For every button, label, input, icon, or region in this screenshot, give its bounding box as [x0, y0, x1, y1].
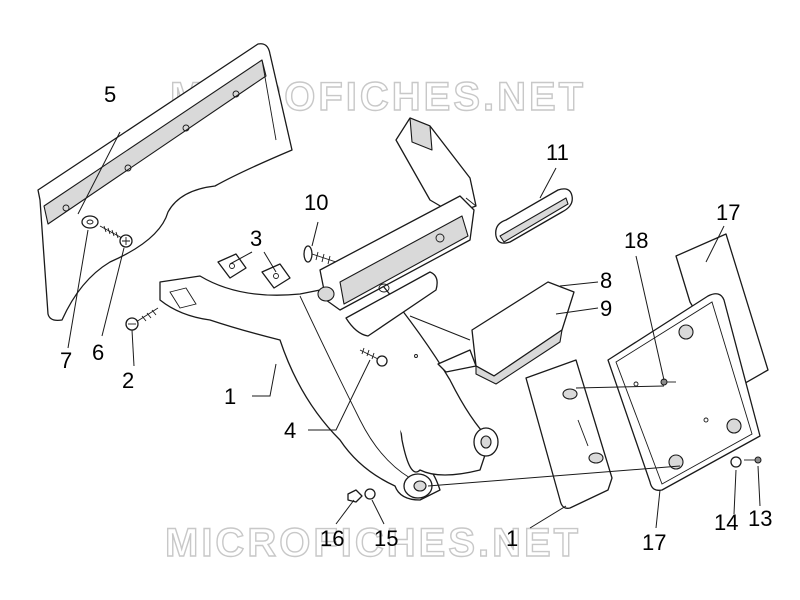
callout-labels: 5 7 6 2 3 10 11 8 9 18 17 1 4 16 15 1 17…: [60, 82, 772, 555]
part-1-plate-holder: [159, 269, 499, 501]
callout-4: 4: [284, 418, 296, 443]
callout-5: 5: [104, 82, 116, 107]
part-4-screw: [359, 347, 388, 367]
callout-18: 18: [624, 228, 648, 253]
callout-10: 10: [304, 190, 328, 215]
part-8-9-plate-light: [437, 281, 575, 385]
callout-6: 6: [92, 340, 104, 365]
part-18-screw: [660, 378, 676, 386]
leader-lines: [67, 131, 761, 529]
part-7-washer: [81, 215, 99, 229]
part-17-front-plate: [607, 293, 761, 491]
part-11-reflector: [495, 188, 573, 244]
part-14-washer: [730, 456, 742, 468]
part-2-screw: [125, 307, 159, 331]
callout-1-bottom: 1: [506, 526, 518, 551]
part-3-clip-nuts: [217, 253, 291, 289]
callout-3: 3: [250, 226, 262, 251]
watermark-bottom: MICROFICHES.NET: [165, 521, 581, 565]
part-16-nut: [347, 489, 363, 503]
callout-11: 11: [546, 140, 569, 165]
part-1-mounting-plate: [525, 359, 613, 509]
callout-15: 15: [374, 526, 398, 551]
callout-2: 2: [122, 368, 134, 393]
part-13-screw: [744, 456, 762, 464]
callout-14: 14: [714, 510, 738, 535]
callout-17-top: 17: [716, 200, 740, 225]
callout-16: 16: [320, 526, 344, 551]
callout-17-bottom: 17: [642, 530, 666, 555]
callout-7: 7: [60, 348, 72, 373]
part-5-mudflap: [37, 43, 293, 322]
callout-8: 8: [600, 268, 612, 293]
part-15-washer: [364, 488, 376, 500]
callout-1-left: 1: [224, 384, 236, 409]
part-10-screw: [303, 245, 337, 265]
part-6-screw: [99, 225, 133, 248]
callout-13: 13: [748, 506, 772, 531]
part-1-support-arm: [317, 117, 477, 337]
callout-9: 9: [600, 296, 612, 321]
